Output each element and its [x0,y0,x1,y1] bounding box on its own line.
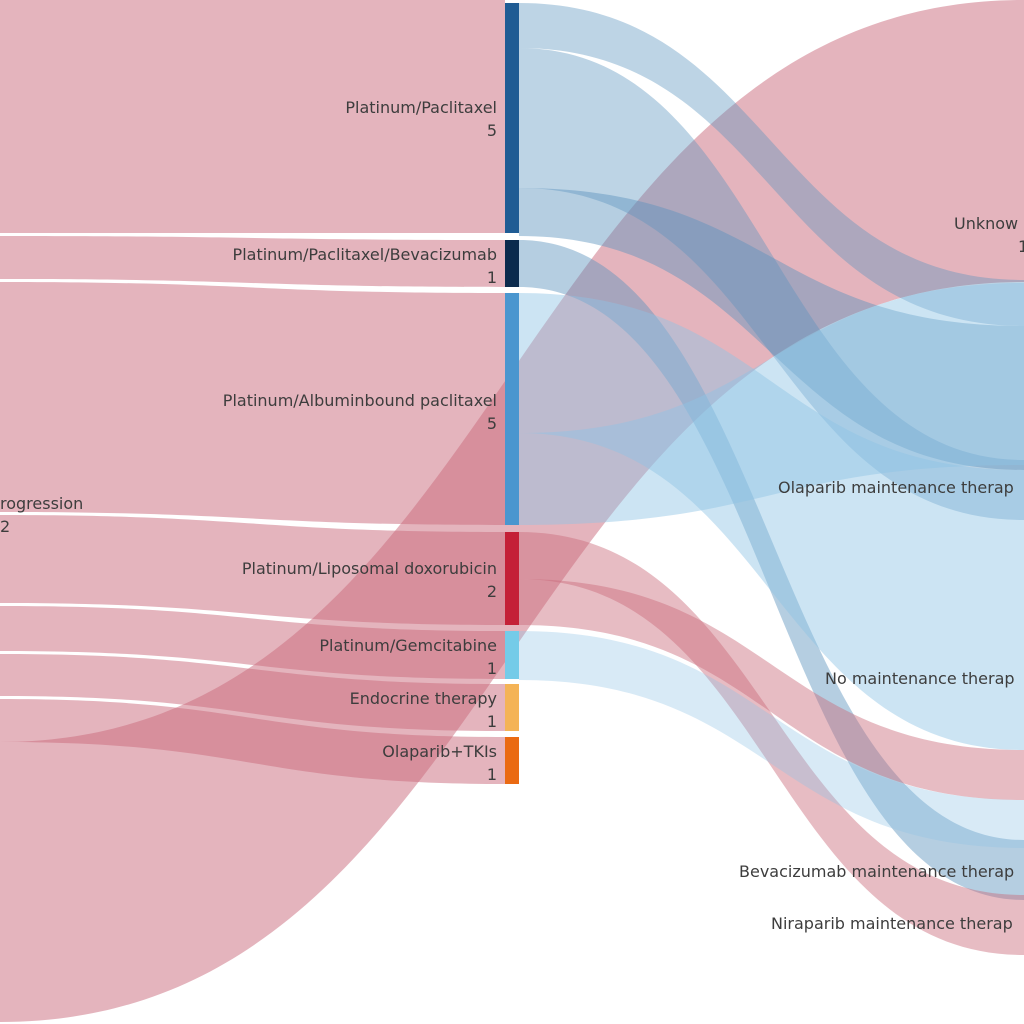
link-gemcitabine-nomaint [519,631,1024,848]
regimen-label-paclitaxel-bevacizumab: Platinum/Paclitaxel/Bevacizumab 1 [232,245,497,287]
link-albumin-olaparib [519,283,1024,525]
source-node-name: rogression [0,494,84,513]
links-regimen-to-maintenance [519,3,1024,955]
node-bar-endocrine [505,684,519,731]
link-bev-bevmaint [519,240,1024,900]
target-label-bevacizumab: Bevacizumab maintenance therap [739,862,1015,881]
regimen-label-paclitaxel: Platinum/Paclitaxel 5 [345,98,497,140]
link-paclitaxel-olaparib [519,48,1024,520]
link-paclitaxel-nomaint-b [519,188,1024,470]
target-label-unknow: Unknow 1 [954,214,1024,256]
node-bar-albuminbound [505,293,519,525]
link-paclitaxel-nomaint-a [519,3,1024,326]
node-bar-gemcitabine [505,631,519,679]
link-source-albumin [0,282,505,525]
regimen-label-olaparib-tki: Olaparib+TKIs 1 [382,742,497,784]
link-albumin-nomaint [519,293,1024,750]
regimen-label-gemcitabine: Platinum/Gemcitabine 1 [319,636,497,678]
target-label-olaparib: Olaparib maintenance therap [778,478,1014,497]
node-bar-paclitaxel [505,3,519,233]
node-bar-liposomal [505,532,519,625]
link-liposomal-nomaint [519,579,1024,800]
link-source-paclitaxel [0,0,505,233]
regimen-label-albuminbound: Platinum/Albuminbound paclitaxel 5 [222,391,497,433]
source-node-value: 2 [0,517,11,536]
regimen-nodes [505,3,519,784]
target-label-no-maintenance: No maintenance therap [825,669,1015,688]
node-bar-olaparib-tki [505,737,519,784]
node-bar-paclitaxel-bevacizumab [505,240,519,287]
link-liposomal-niraparib [519,532,1024,955]
regimen-label-liposomal: Platinum/Liposomal doxorubicin 2 [241,559,497,601]
link-source-paclitaxel-bev [0,236,505,287]
source-node-label: rogression 2 [0,492,83,538]
regimen-label-endocrine: Endocrine therapy 1 [349,689,497,731]
target-label-niraparib: Niraparib maintenance therap [771,914,1013,933]
